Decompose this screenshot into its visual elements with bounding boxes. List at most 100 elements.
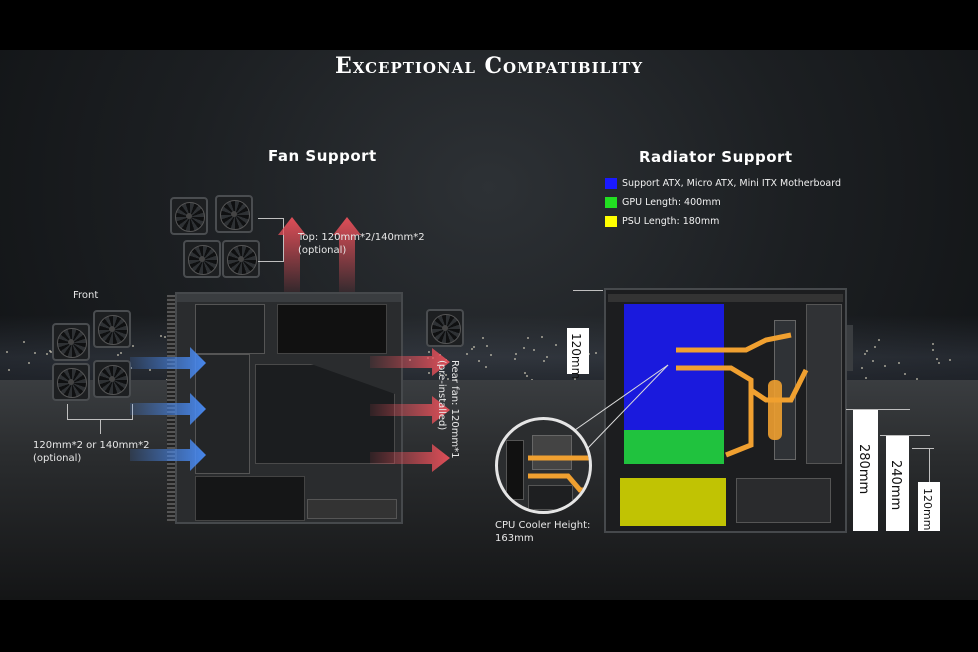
city-light [884,365,886,367]
city-light [533,349,535,351]
front-radiator-280: 280mm [853,410,878,531]
dim-line [573,290,603,291]
top-exhaust-arrows [278,217,361,292]
city-light [466,353,468,355]
city-light [949,359,951,361]
city-light [445,374,447,376]
legend-swatch-green [605,197,617,208]
city-light [878,339,880,341]
city-light [8,369,10,371]
legend-psu: PSU Length: 180mm [605,216,719,227]
legend-swatch-blue [605,178,617,189]
city-light [428,372,430,374]
city-light [485,366,487,368]
city-light [471,348,473,350]
legend-motherboard: Support ATX, Micro ATX, Mini ITX Motherb… [605,178,841,189]
legend-label: Support ATX, Micro ATX, Mini ITX Motherb… [622,178,841,189]
city-light [574,378,576,380]
city-light [938,362,940,364]
front-radiator-240: 240mm [886,436,909,531]
legend-gpu: GPU Length: 400mm [605,197,721,208]
city-light [543,360,545,362]
city-light [486,345,488,347]
city-light [478,360,480,362]
fan-icon [52,323,90,361]
city-light [861,367,863,369]
city-light [46,353,48,355]
city-light [932,349,934,351]
front-intake-arrows [130,347,206,471]
cpu-cooler-zoom [495,417,592,514]
city-light [866,350,868,352]
city-light [932,343,934,345]
city-light [160,335,162,337]
dim-line [880,435,930,436]
fan-icon [183,240,221,278]
cpu-cooler-height: 163mm [495,533,534,544]
city-light [117,354,119,356]
city-light [874,346,876,348]
psu-area [620,478,726,526]
dim-line [846,409,910,410]
city-light [936,358,938,360]
city-light [916,378,918,380]
front-fan-note: 120mm*2 or 140mm*2 [33,440,150,451]
top-fan-note-optional: (optional) [298,245,347,256]
fan-icon [222,240,260,278]
cpu-cooler-note: CPU Cooler Height: [495,520,591,531]
city-light [23,341,25,343]
fan-icon [93,310,131,348]
city-light [864,353,866,355]
rear-fan-note-preinstalled: (pre-installed) [436,360,447,431]
city-light [439,373,441,375]
rear-fan-note: Rear fan: 120mm*1 [449,360,460,459]
city-light [541,336,543,338]
city-light [120,352,122,354]
dim-line [912,448,934,449]
city-light [490,354,492,356]
city-light [428,351,430,353]
city-light [164,336,166,338]
city-light [49,350,51,352]
fan-icon [52,363,90,401]
top-radiator-dimension: 120mm [567,328,589,379]
front-fan-note-optional: (optional) [33,453,82,464]
rear-exhaust-arrows [370,348,450,472]
city-light [865,377,867,379]
city-light [28,362,30,364]
city-light [898,362,900,364]
case-fan-view [175,292,403,524]
city-light [482,337,484,339]
zoom-pointer-lines [574,364,669,449]
city-light [149,369,151,371]
city-light [447,378,449,380]
city-light [595,352,597,354]
fan-support-heading: Fan Support [268,147,377,165]
city-light [546,356,548,358]
gpu-area [624,430,724,464]
city-light [527,337,529,339]
city-light [50,351,52,353]
city-light [588,353,590,355]
city-light [872,360,874,362]
top-fan-note: Top: 120mm*2/140mm*2 [298,232,425,243]
city-light [524,372,526,374]
city-light [34,352,36,354]
fan-icon [170,197,208,235]
case-radiator-view [604,288,847,533]
dim-line [929,448,930,482]
radiator-support-heading: Radiator Support [639,148,793,166]
page-title: Exceptional Compatibility [334,53,644,79]
front-radiator-240-value: 240mm [888,460,903,511]
legend-label: PSU Length: 180mm [622,216,720,227]
front-radiator-120-value: 120mm [921,488,934,531]
city-light [904,373,906,375]
city-light [132,345,134,347]
front-radiator-120: 120mm [918,482,940,531]
fan-icon [215,195,253,233]
front-fan-bracket [67,404,133,420]
city-light [514,358,516,360]
city-light [523,347,525,349]
top-fan-bracket [258,218,284,262]
city-light [473,346,475,348]
